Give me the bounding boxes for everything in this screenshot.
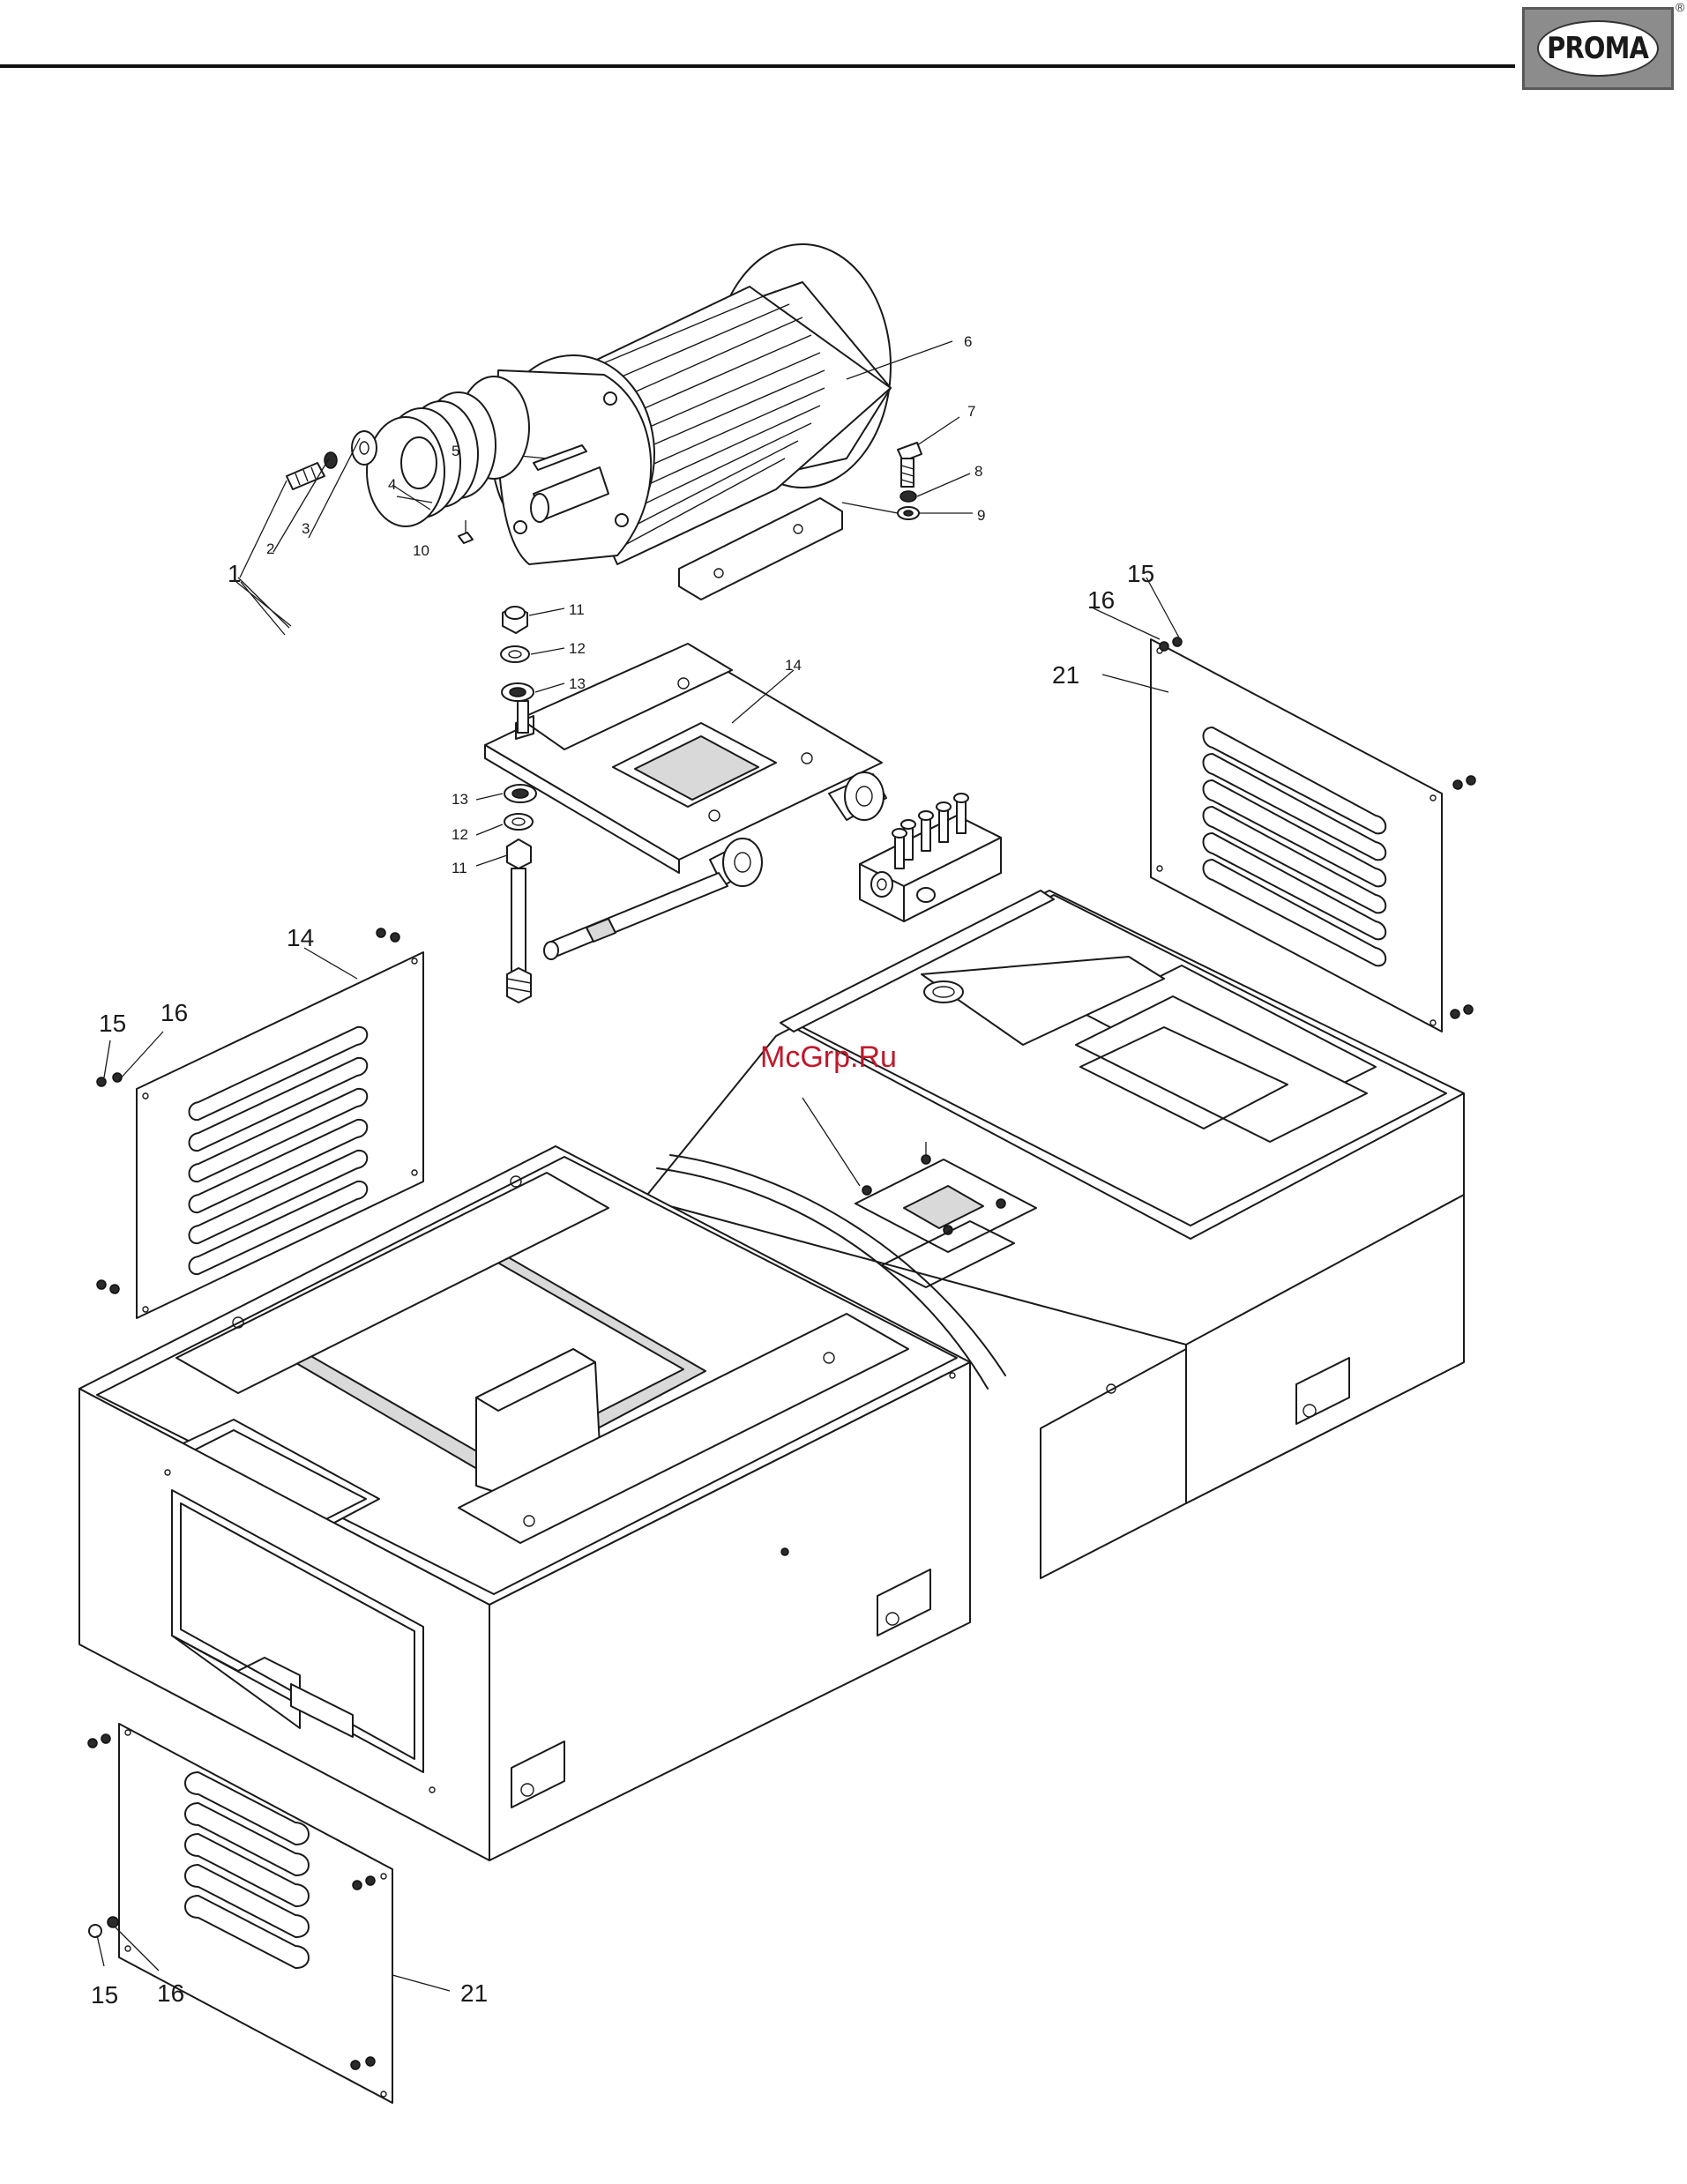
callout-16a: 16 <box>1087 586 1115 614</box>
callout-15b: 15 <box>99 1010 126 1037</box>
callout-13a: 13 <box>569 675 586 692</box>
callout-2: 2 <box>266 540 274 557</box>
callout-8: 8 <box>974 463 982 480</box>
callout-16c: 16 <box>157 1979 184 2007</box>
callout-6: 6 <box>964 333 972 350</box>
callout-11a: 11 <box>569 601 585 618</box>
callout-15a: 15 <box>1127 560 1154 587</box>
callout-5: 5 <box>452 443 459 459</box>
callout-4: 4 <box>388 476 396 493</box>
callout-14b: 14 <box>287 924 314 951</box>
callout-15c: 15 <box>91 1981 118 2009</box>
callout-7: 7 <box>967 403 975 420</box>
callout-1: 1 <box>228 560 242 587</box>
callout-14a: 14 <box>785 657 802 674</box>
callout-12a: 12 <box>569 640 586 657</box>
callout-16b: 16 <box>160 999 188 1026</box>
pulley-assembly <box>236 376 529 635</box>
callout-10: 10 <box>413 542 429 559</box>
motor <box>466 244 952 600</box>
motor-plate <box>485 644 886 959</box>
callout-12b: 12 <box>452 826 468 843</box>
callout-9: 9 <box>977 507 985 524</box>
terminal-block <box>860 794 1001 921</box>
callout-21b: 21 <box>460 1979 488 2007</box>
callout-11b: 11 <box>452 860 467 876</box>
watermark-text: McGrp.Ru <box>760 1040 897 1074</box>
callout-3: 3 <box>302 520 310 537</box>
callout-13b: 13 <box>452 791 468 808</box>
callout-21a: 21 <box>1052 661 1079 689</box>
